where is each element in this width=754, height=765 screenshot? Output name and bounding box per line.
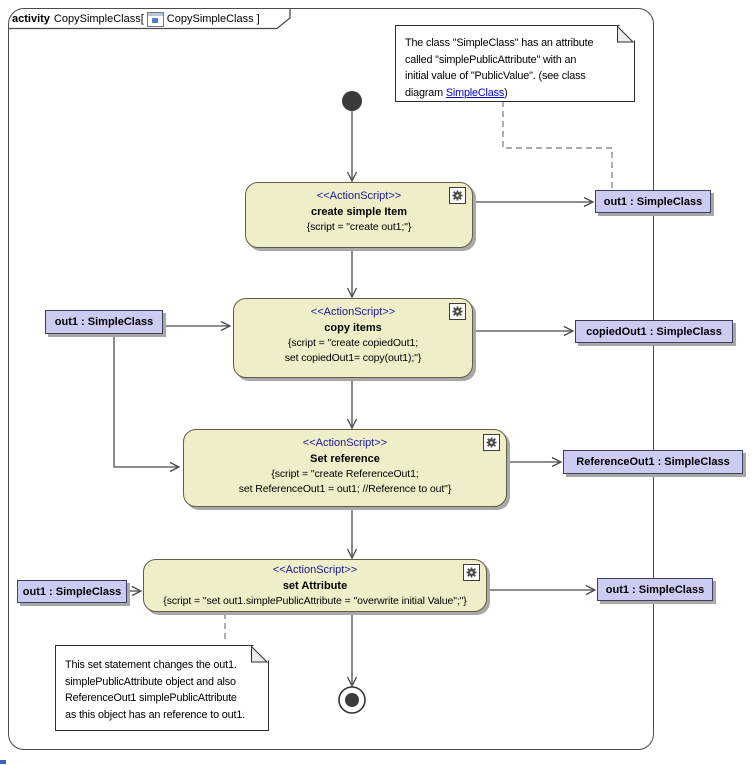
object-referenceout1[interactable]: ReferenceOut1 : SimpleClass — [563, 450, 743, 474]
action-create-simple-item[interactable]: <<ActionScript>> create simple Item {scr… — [245, 182, 473, 248]
action-name: Set reference — [310, 453, 380, 465]
object-out1-bottom-right[interactable]: out1 : SimpleClass — [597, 578, 713, 601]
object-label: ReferenceOut1 : SimpleClass — [576, 456, 730, 468]
screen-artifact — [0, 760, 6, 764]
note-fold-icon — [251, 646, 268, 663]
action-name: set Attribute — [282, 580, 348, 592]
action-stereotype: <<ActionScript>> — [272, 564, 358, 576]
behavior-gear-icon — [483, 434, 500, 451]
note-line: initial value of "PublicValue". (see cla… — [405, 70, 586, 82]
note-line: called "simplePublicAttribute" with an — [405, 53, 577, 66]
note-simpleclass-attribute[interactable]: The class "SimpleClass" has an attribute… — [395, 25, 635, 102]
action-script: set copiedOut1= copy(out1);"} — [284, 352, 422, 364]
frame-bracket-close: ] — [256, 13, 260, 25]
object-label: out1 : SimpleClass — [603, 195, 703, 208]
action-copy-items[interactable]: <<ActionScript>> copy items {script = "c… — [233, 298, 473, 378]
action-set-attribute[interactable]: <<ActionScript>> set Attribute {script =… — [143, 559, 487, 612]
action-stereotype: <<ActionScript>> — [310, 306, 396, 318]
action-set-reference[interactable]: <<ActionScript>> Set reference {script =… — [183, 429, 507, 507]
arrowhead-right-6 — [169, 461, 181, 473]
note-line: as this object has an reference to out1. — [65, 708, 246, 721]
arrowhead-right-4 — [585, 584, 597, 596]
object-copiedout1[interactable]: copiedOut1 : SimpleClass — [575, 320, 733, 343]
final-node-core — [345, 693, 359, 707]
note-line: diagram SimpleClass) — [405, 86, 508, 99]
object-out1-top-right[interactable]: out1 : SimpleClass — [595, 190, 711, 213]
frame-header: activity CopySimpleClass [ CopySimpleCla… — [12, 10, 260, 28]
note-line: ReferenceOut1 simplePublicAttribute — [65, 692, 237, 704]
arrowhead-right-3 — [551, 456, 563, 468]
edge-out1-to-setref[interactable] — [113, 334, 177, 468]
object-label: copiedOut1 : SimpleClass — [586, 325, 722, 338]
action-stereotype: <<ActionScript>> — [316, 190, 402, 202]
frame-name: CopySimpleClass — [53, 13, 141, 25]
note-fold-icon — [617, 26, 634, 43]
frame-diagram-name: CopySimpleClass — [166, 13, 254, 25]
note-anchor-top — [502, 101, 613, 188]
arrowhead-right-7 — [131, 585, 143, 597]
behavior-gear-icon — [449, 187, 466, 204]
frame-keyword: activity — [12, 13, 50, 25]
action-stereotype: <<ActionScript>> — [302, 437, 388, 449]
arrowhead-right-5 — [220, 320, 232, 332]
frame-tab-outline — [9, 9, 291, 30]
action-script: set ReferenceOut1 = out1; //Reference to… — [238, 483, 452, 495]
behavior-gear-icon — [449, 303, 466, 320]
behavior-gear-icon — [463, 564, 480, 581]
note-set-statement[interactable]: This set statement changes the out1. sim… — [55, 645, 269, 731]
action-script: {script = "set out1.simplePublicAttribut… — [163, 595, 467, 607]
note-line: The class "SimpleClass" has an attribute — [405, 37, 594, 49]
action-name: copy items — [324, 322, 382, 334]
arrowhead-right-2 — [563, 325, 575, 337]
activity-frame — [8, 8, 654, 750]
action-script: {script = "create ReferenceOut1; — [271, 468, 419, 480]
arrowhead-down-1 — [346, 171, 358, 183]
diagram-icon — [146, 11, 164, 27]
arrowhead-down-5 — [346, 676, 358, 688]
simpleclass-link[interactable]: SimpleClass — [445, 86, 505, 99]
action-script: {script = "create out1;"} — [306, 221, 412, 233]
frame-bracket-open: [ — [140, 13, 144, 25]
object-label: out1 : SimpleClass — [22, 585, 122, 598]
action-name: create simple Item — [311, 206, 407, 218]
initial-node[interactable] — [342, 91, 362, 111]
arrowhead-right-1 — [583, 196, 595, 208]
action-script: {script = "create copiedOut1; — [287, 337, 419, 349]
object-out1-bottom-left[interactable]: out1 : SimpleClass — [17, 580, 127, 603]
arrowhead-down-4 — [346, 548, 358, 560]
arrowhead-down-2 — [346, 287, 358, 299]
note-line: This set statement changes the out1. — [65, 659, 237, 671]
arrowhead-down-3 — [346, 418, 358, 430]
object-label: out1 : SimpleClass — [605, 583, 705, 596]
object-out1-left[interactable]: out1 : SimpleClass — [45, 310, 163, 334]
object-label: out1 : SimpleClass — [54, 316, 154, 328]
note-line: simplePublicAttribute object and also — [65, 675, 236, 688]
